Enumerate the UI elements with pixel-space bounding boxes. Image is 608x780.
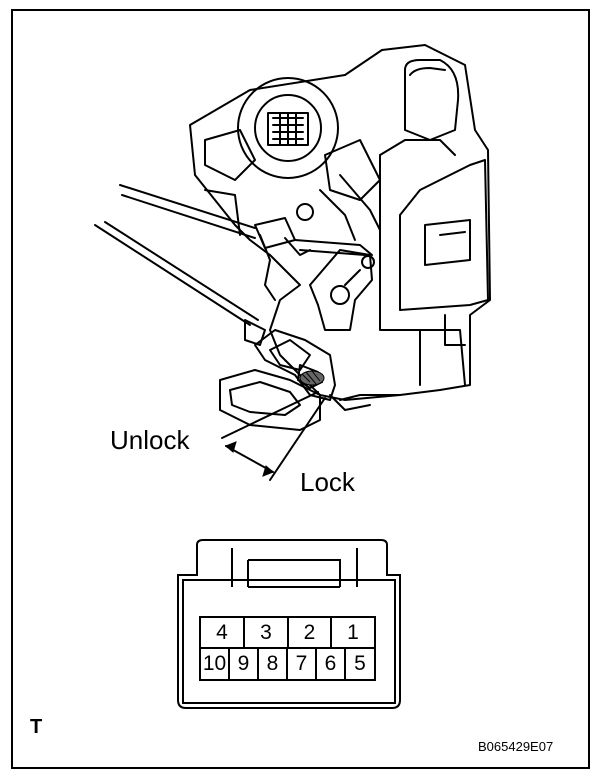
figure-frame xyxy=(11,9,590,769)
connector-outline xyxy=(177,539,401,709)
hatching xyxy=(301,370,321,385)
pin-label: 2 xyxy=(303,621,316,644)
lock-label: Lock xyxy=(300,467,355,497)
pin-label: 3 xyxy=(260,621,272,644)
pin-label: 9 xyxy=(237,652,250,675)
pin-label: 1 xyxy=(347,621,359,644)
pin-label: 4 xyxy=(216,621,228,644)
unlock-label: Unlock xyxy=(110,425,190,455)
figure-reference: B065429E07 xyxy=(478,739,554,754)
pin-label: 10 xyxy=(202,652,227,675)
pin-label: 8 xyxy=(266,652,279,675)
pin-label: 7 xyxy=(295,652,308,675)
view-code-label: T xyxy=(30,716,43,738)
pin-label: 6 xyxy=(324,652,337,675)
pin-label: 5 xyxy=(354,652,366,675)
